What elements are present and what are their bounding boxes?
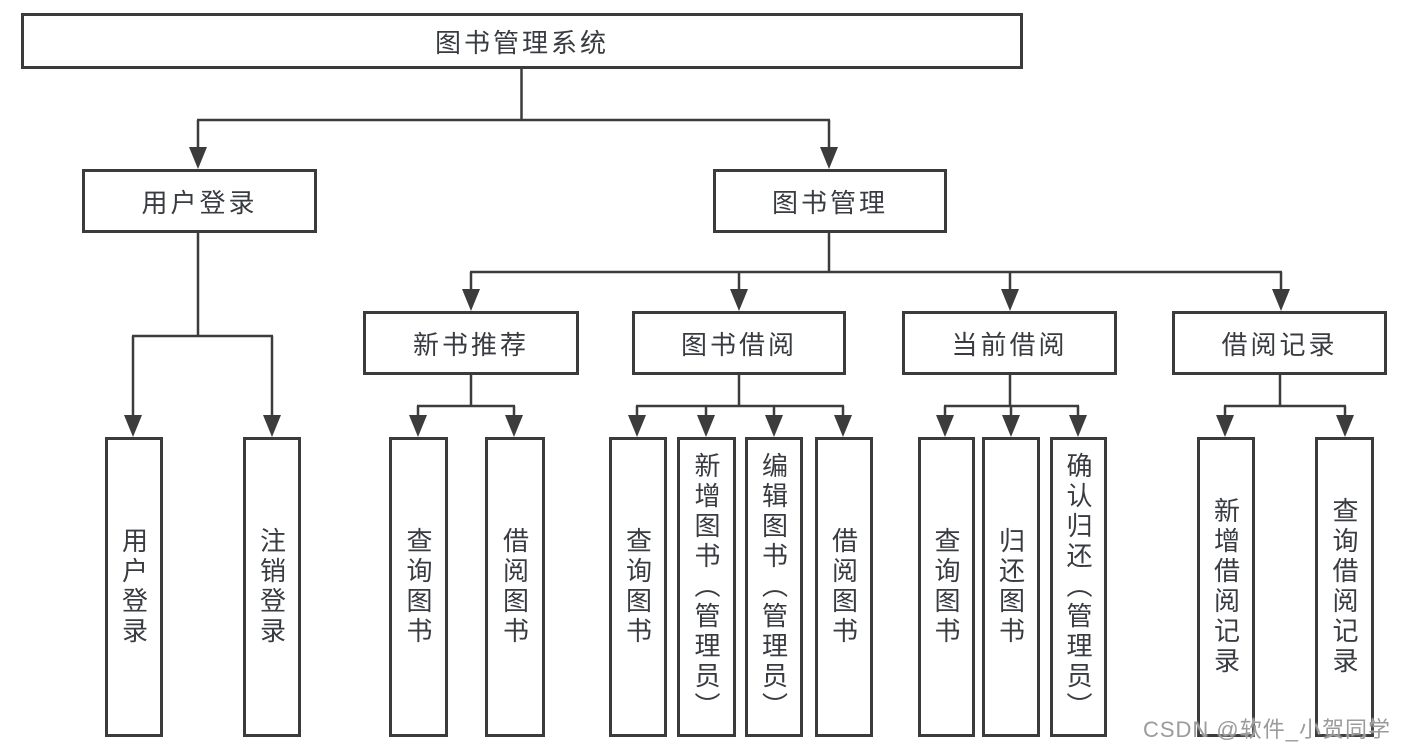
leaf-return-books: 归还图书 bbox=[982, 437, 1040, 737]
connector-book-mgmt-to-level3 bbox=[462, 233, 1290, 311]
arrow-down-icon bbox=[628, 415, 646, 437]
leaf-add-book-admin: 新增图书（管理员） bbox=[677, 437, 736, 737]
node-label: 用户登录 bbox=[141, 187, 258, 218]
node-label: 借阅图书 bbox=[828, 527, 859, 647]
leaf-query-books-recommend: 查询图书 bbox=[389, 437, 448, 737]
node-label: 归还图书 bbox=[995, 527, 1026, 647]
node-label: 借阅图书 bbox=[499, 527, 530, 647]
arrow-down-icon bbox=[820, 147, 838, 169]
connector-book-borrow-to-leaves bbox=[628, 375, 852, 437]
arrow-down-icon bbox=[1216, 415, 1234, 437]
node-borrow-records: 借阅记录 bbox=[1172, 311, 1387, 375]
leaf-confirm-return-admin: 确认归还（管理员） bbox=[1050, 437, 1107, 737]
node-label: 新书推荐 bbox=[412, 329, 529, 360]
connector-user-login-to-leaves bbox=[124, 233, 281, 437]
connector-borrow-records-to-leaves bbox=[1216, 375, 1354, 437]
node-label: 图书管理 bbox=[771, 187, 888, 218]
csdn-watermark: CSDN @软件_小贺同学 bbox=[1142, 717, 1391, 742]
node-label: 图书借阅 bbox=[680, 329, 797, 360]
leaf-user-login: 用户登录 bbox=[105, 437, 163, 737]
node-label: 查询图书 bbox=[931, 527, 961, 647]
node-label: 用户登录 bbox=[118, 527, 149, 647]
node-label: 查询图书 bbox=[622, 527, 653, 647]
arrow-down-icon bbox=[765, 415, 783, 437]
leaf-edit-book-admin: 编辑图书（管理员） bbox=[745, 437, 803, 737]
arrow-down-icon bbox=[1272, 289, 1290, 311]
arrow-down-icon bbox=[505, 415, 523, 437]
node-label: 注销登录 bbox=[256, 527, 287, 647]
arrow-down-icon bbox=[834, 415, 852, 437]
connector-current-borrow-to-leaves bbox=[936, 375, 1087, 437]
arrow-down-icon bbox=[697, 415, 715, 437]
arrow-down-icon bbox=[936, 415, 954, 437]
node-book-borrowing: 图书借阅 bbox=[632, 311, 846, 375]
arrow-down-icon bbox=[409, 415, 427, 437]
connector-root-to-level2 bbox=[189, 69, 838, 169]
node-label: 借阅记录 bbox=[1221, 329, 1338, 360]
node-user-login: 用户登录 bbox=[82, 169, 317, 233]
arrow-down-icon bbox=[1069, 415, 1087, 437]
arrow-down-icon bbox=[263, 415, 281, 437]
leaf-query-borrow-record: 查询借阅记录 bbox=[1315, 437, 1374, 737]
arrow-down-icon bbox=[1336, 415, 1354, 437]
node-label: 查询图书 bbox=[403, 527, 433, 647]
arrow-down-icon bbox=[1002, 415, 1020, 437]
leaf-query-books-borrowing: 查询图书 bbox=[609, 437, 667, 737]
connector-new-books-to-leaves bbox=[409, 375, 523, 437]
leaf-logout: 注销登录 bbox=[243, 437, 301, 737]
leaf-add-borrow-record: 新增借阅记录 bbox=[1197, 437, 1255, 737]
leaf-query-books-current: 查询图书 bbox=[918, 437, 975, 737]
node-label: 图书管理系统 bbox=[434, 27, 609, 58]
leaf-borrow-books-recommend: 借阅图书 bbox=[485, 437, 545, 737]
node-book-management: 图书管理 bbox=[713, 169, 947, 233]
node-current-borrowing: 当前借阅 bbox=[902, 311, 1117, 375]
node-label: 当前借阅 bbox=[951, 329, 1068, 360]
node-label: 新增图书（管理员） bbox=[691, 452, 721, 722]
arrow-down-icon bbox=[730, 289, 748, 311]
node-label: 新增借阅记录 bbox=[1210, 497, 1241, 677]
node-label: 确认归还（管理员） bbox=[1063, 452, 1093, 722]
node-new-book-recommend: 新书推荐 bbox=[363, 311, 579, 375]
arrow-down-icon bbox=[189, 147, 207, 169]
leaf-lend-books: 借阅图书 bbox=[815, 437, 873, 737]
node-label: 查询借阅记录 bbox=[1329, 497, 1359, 677]
arrow-down-icon bbox=[1001, 289, 1019, 311]
node-library-system: 图书管理系统 bbox=[21, 13, 1023, 69]
node-label: 编辑图书（管理员） bbox=[758, 452, 789, 722]
arrow-down-icon bbox=[462, 289, 480, 311]
arrow-down-icon bbox=[124, 415, 142, 437]
